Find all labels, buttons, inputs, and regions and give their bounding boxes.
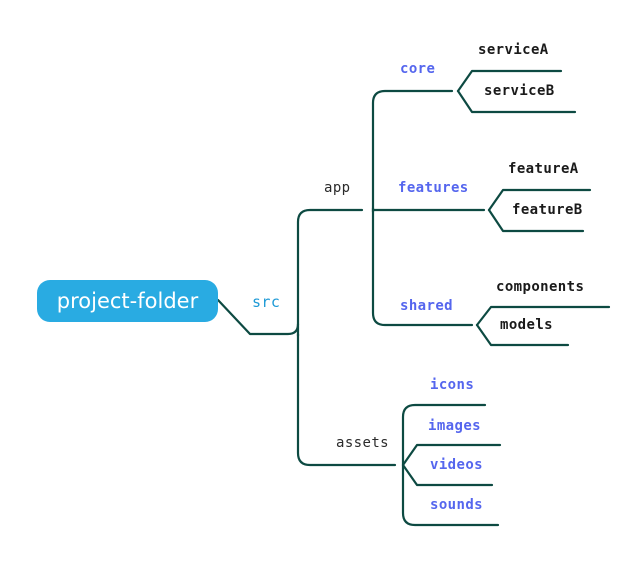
connector-features-to-featureB: [487, 208, 585, 233]
connector-assets-to-videos: [401, 463, 494, 487]
connector-core-to-serviceB: [456, 89, 577, 114]
node-label-featureB[interactable]: featureB: [512, 202, 583, 218]
connector-core-to-serviceA: [456, 69, 563, 93]
connector-assets-to-sounds: [401, 463, 500, 527]
node-label-components[interactable]: components: [496, 279, 585, 295]
node-label-sounds[interactable]: sounds: [430, 497, 483, 513]
root-node-project-folder[interactable]: project-folder: [37, 280, 218, 322]
node-label-shared[interactable]: shared: [400, 298, 453, 314]
node-label-features[interactable]: features: [398, 180, 469, 196]
connector-src-spine-up: [296, 208, 364, 338]
node-label-serviceA[interactable]: serviceA: [478, 42, 549, 58]
connector-src-spine-down: [296, 332, 397, 467]
node-label-icons[interactable]: icons: [430, 377, 475, 393]
connector-features-to-featureA: [487, 188, 592, 212]
node-label-app[interactable]: app: [324, 180, 351, 196]
connector-shared-to-models: [475, 323, 570, 347]
node-label-serviceB[interactable]: serviceB: [484, 83, 555, 99]
connector-assets-to-icons: [401, 403, 487, 467]
node-label-assets[interactable]: assets: [336, 435, 389, 451]
connector-app-to-core: [371, 89, 454, 214]
node-label-core[interactable]: core: [400, 61, 436, 77]
node-label-featureA[interactable]: featureA: [508, 161, 579, 177]
node-label-images[interactable]: images: [428, 418, 481, 434]
node-label-src[interactable]: src: [252, 293, 281, 311]
connector-assets-to-images: [401, 443, 502, 467]
root-node-label: project-folder: [56, 288, 199, 313]
connector-shared-to-components: [475, 305, 611, 327]
node-label-videos[interactable]: videos: [430, 457, 483, 473]
node-label-models[interactable]: models: [500, 317, 553, 333]
connector-app-to-shared: [371, 206, 474, 327]
